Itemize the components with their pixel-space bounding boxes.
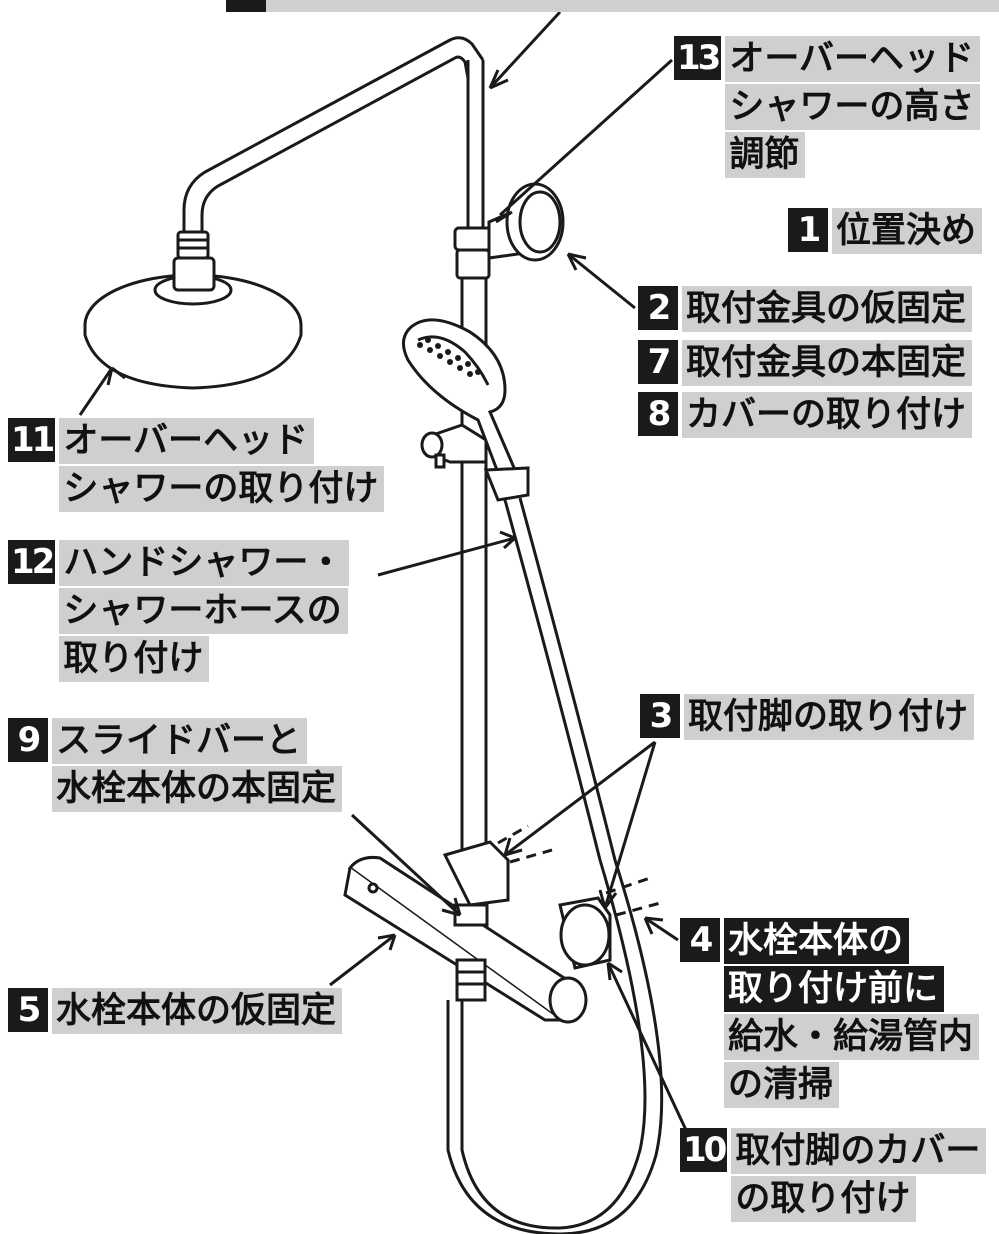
label-3-number: 3 — [640, 694, 680, 738]
label-7-line-1: 取付金具の本固定 — [682, 340, 973, 386]
label-10-text: 取付脚のカバー の取り付け — [731, 1128, 987, 1224]
label-8-text: カバーの取り付け — [682, 392, 973, 440]
label-13-line-3: 調節 — [725, 132, 806, 178]
label-5: 5 水栓本体の仮固定 — [8, 988, 343, 1036]
label-13: 13 オーバーヘッド シャワーの高さ 調節 — [674, 36, 981, 180]
label-4-line-4: の清掃 — [724, 1062, 840, 1108]
label-1-number: 1 — [788, 208, 828, 252]
label-13-line-2: シャワーの高さ — [725, 84, 981, 130]
wall-bracket — [487, 182, 565, 262]
label-7-text: 取付金具の本固定 — [682, 340, 973, 388]
label-11-number: 11 — [8, 418, 55, 462]
top-label-number — [226, 0, 266, 12]
label-4: 4 水栓本体の 取り付け前に 給水・給湯管内 の清掃 — [680, 918, 980, 1110]
label-11-line-2: シャワーの取り付け — [59, 466, 385, 512]
label-4-line-1: 水栓本体の — [724, 918, 910, 964]
shower-hose — [446, 497, 664, 1234]
label-4-text: 水栓本体の 取り付け前に 給水・給湯管内 の清掃 — [724, 918, 980, 1110]
label-5-line-1: 水栓本体の仮固定 — [52, 988, 343, 1034]
label-3-text: 取付脚の取り付け — [684, 694, 975, 742]
faucet-body — [343, 840, 612, 1024]
label-2-text: 取付金具の仮固定 — [682, 286, 973, 334]
label-12-line-3: 取り付け — [59, 636, 210, 682]
height-adjuster — [453, 226, 493, 280]
label-1: 1 位置決め — [788, 208, 983, 256]
label-13-text: オーバーヘッド シャワーの高さ 調節 — [725, 36, 981, 180]
label-7: 7 取付金具の本固定 — [638, 340, 973, 388]
label-13-number: 13 — [674, 36, 721, 80]
label-10-line-1: 取付脚のカバー — [731, 1128, 987, 1174]
top-label-bar — [226, 0, 999, 12]
label-4-line-3: 給水・給湯管内 — [724, 1014, 980, 1060]
label-9-line-2: 水栓本体の本固定 — [52, 766, 343, 812]
label-11: 11 オーバーヘッド シャワーの取り付け — [8, 418, 385, 514]
label-2: 2 取付金具の仮固定 — [638, 286, 973, 334]
leader-lines — [78, 10, 702, 1161]
label-11-text: オーバーヘッド シャワーの取り付け — [59, 418, 385, 514]
label-11-line-1: オーバーヘッド — [59, 418, 314, 464]
hand-shower — [402, 318, 530, 502]
dashed-guide-lines — [497, 824, 665, 917]
label-10-number: 10 — [680, 1128, 727, 1172]
label-12-line-1: ハンドシャワー・ — [59, 540, 350, 586]
label-12-number: 12 — [8, 540, 55, 584]
label-1-line-1: 位置決め — [832, 208, 983, 254]
overhead-arm — [182, 36, 485, 232]
label-8-number: 8 — [638, 392, 678, 436]
label-5-text: 水栓本体の仮固定 — [52, 988, 343, 1036]
label-9-line-1: スライドバーと — [52, 718, 308, 764]
label-12-line-2: シャワーホースの — [59, 588, 348, 634]
label-10: 10 取付脚のカバー の取り付け — [680, 1128, 987, 1224]
label-3: 3 取付脚の取り付け — [640, 694, 975, 742]
label-12: 12 ハンドシャワー・ シャワーホースの 取り付け — [8, 540, 350, 684]
label-9-number: 9 — [8, 718, 48, 762]
label-13-line-1: オーバーヘッド — [725, 36, 980, 82]
label-9: 9 スライドバーと 水栓本体の本固定 — [8, 718, 343, 814]
label-4-number: 4 — [680, 918, 720, 962]
label-12-text: ハンドシャワー・ シャワーホースの 取り付け — [59, 540, 350, 684]
label-8-line-1: カバーの取り付け — [682, 392, 973, 438]
label-4-line-2: 取り付け前に — [724, 966, 945, 1012]
overhead-shower-head — [83, 230, 303, 390]
label-8: 8 カバーの取り付け — [638, 392, 973, 440]
hand-shower-holder — [420, 423, 488, 469]
label-2-line-1: 取付金具の仮固定 — [682, 286, 973, 332]
label-5-number: 5 — [8, 988, 48, 1032]
label-10-line-2: の取り付け — [731, 1176, 917, 1222]
label-3-line-1: 取付脚の取り付け — [684, 694, 975, 740]
label-2-number: 2 — [638, 286, 678, 330]
label-9-text: スライドバーと 水栓本体の本固定 — [52, 718, 343, 814]
label-1-text: 位置決め — [832, 208, 983, 256]
label-7-number: 7 — [638, 340, 678, 384]
